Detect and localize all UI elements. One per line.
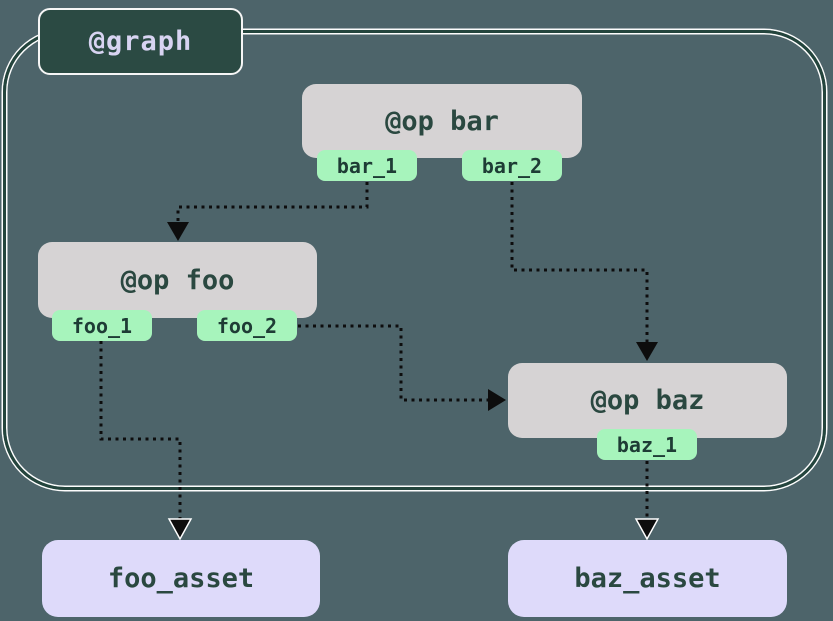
op-node-foo-label: @op foo — [120, 264, 235, 296]
op-node-bar-label: @op bar — [385, 105, 499, 137]
op-node-baz-label: @op baz — [590, 385, 705, 416]
output-tab-bar-1-label: bar_1 — [336, 153, 398, 178]
graph-label-text: @graph — [88, 26, 193, 57]
graph-boundary — [3, 30, 826, 490]
output-tab-foo-1-label: foo_1 — [71, 313, 133, 338]
output-tab-bar-2-label: bar_2 — [481, 153, 543, 178]
asset-node-foo-asset: foo_asset — [42, 540, 320, 617]
graph-label-badge: @graph — [38, 8, 243, 75]
output-tab-foo-1: foo_1 — [52, 310, 152, 341]
op-node-foo: @op foo — [38, 242, 317, 318]
arrowhead-into-baz-asset — [634, 518, 660, 541]
asset-node-baz-asset: baz_asset — [508, 540, 787, 617]
op-node-bar: @op bar — [302, 84, 582, 158]
asset-node-foo-asset-label: foo_asset — [107, 563, 255, 594]
output-tab-bar-1: bar_1 — [317, 150, 417, 181]
asset-node-baz-asset-label: baz_asset — [574, 563, 721, 594]
output-tab-baz-1-label: baz_1 — [616, 432, 678, 457]
output-tab-bar-2: bar_2 — [462, 150, 562, 181]
output-tab-foo-2-label: foo_2 — [216, 313, 278, 338]
output-tab-foo-2: foo_2 — [197, 310, 297, 341]
op-node-baz: @op baz — [508, 363, 787, 438]
arrowhead-into-foo-asset — [167, 518, 193, 541]
output-tab-baz-1: baz_1 — [597, 429, 697, 460]
